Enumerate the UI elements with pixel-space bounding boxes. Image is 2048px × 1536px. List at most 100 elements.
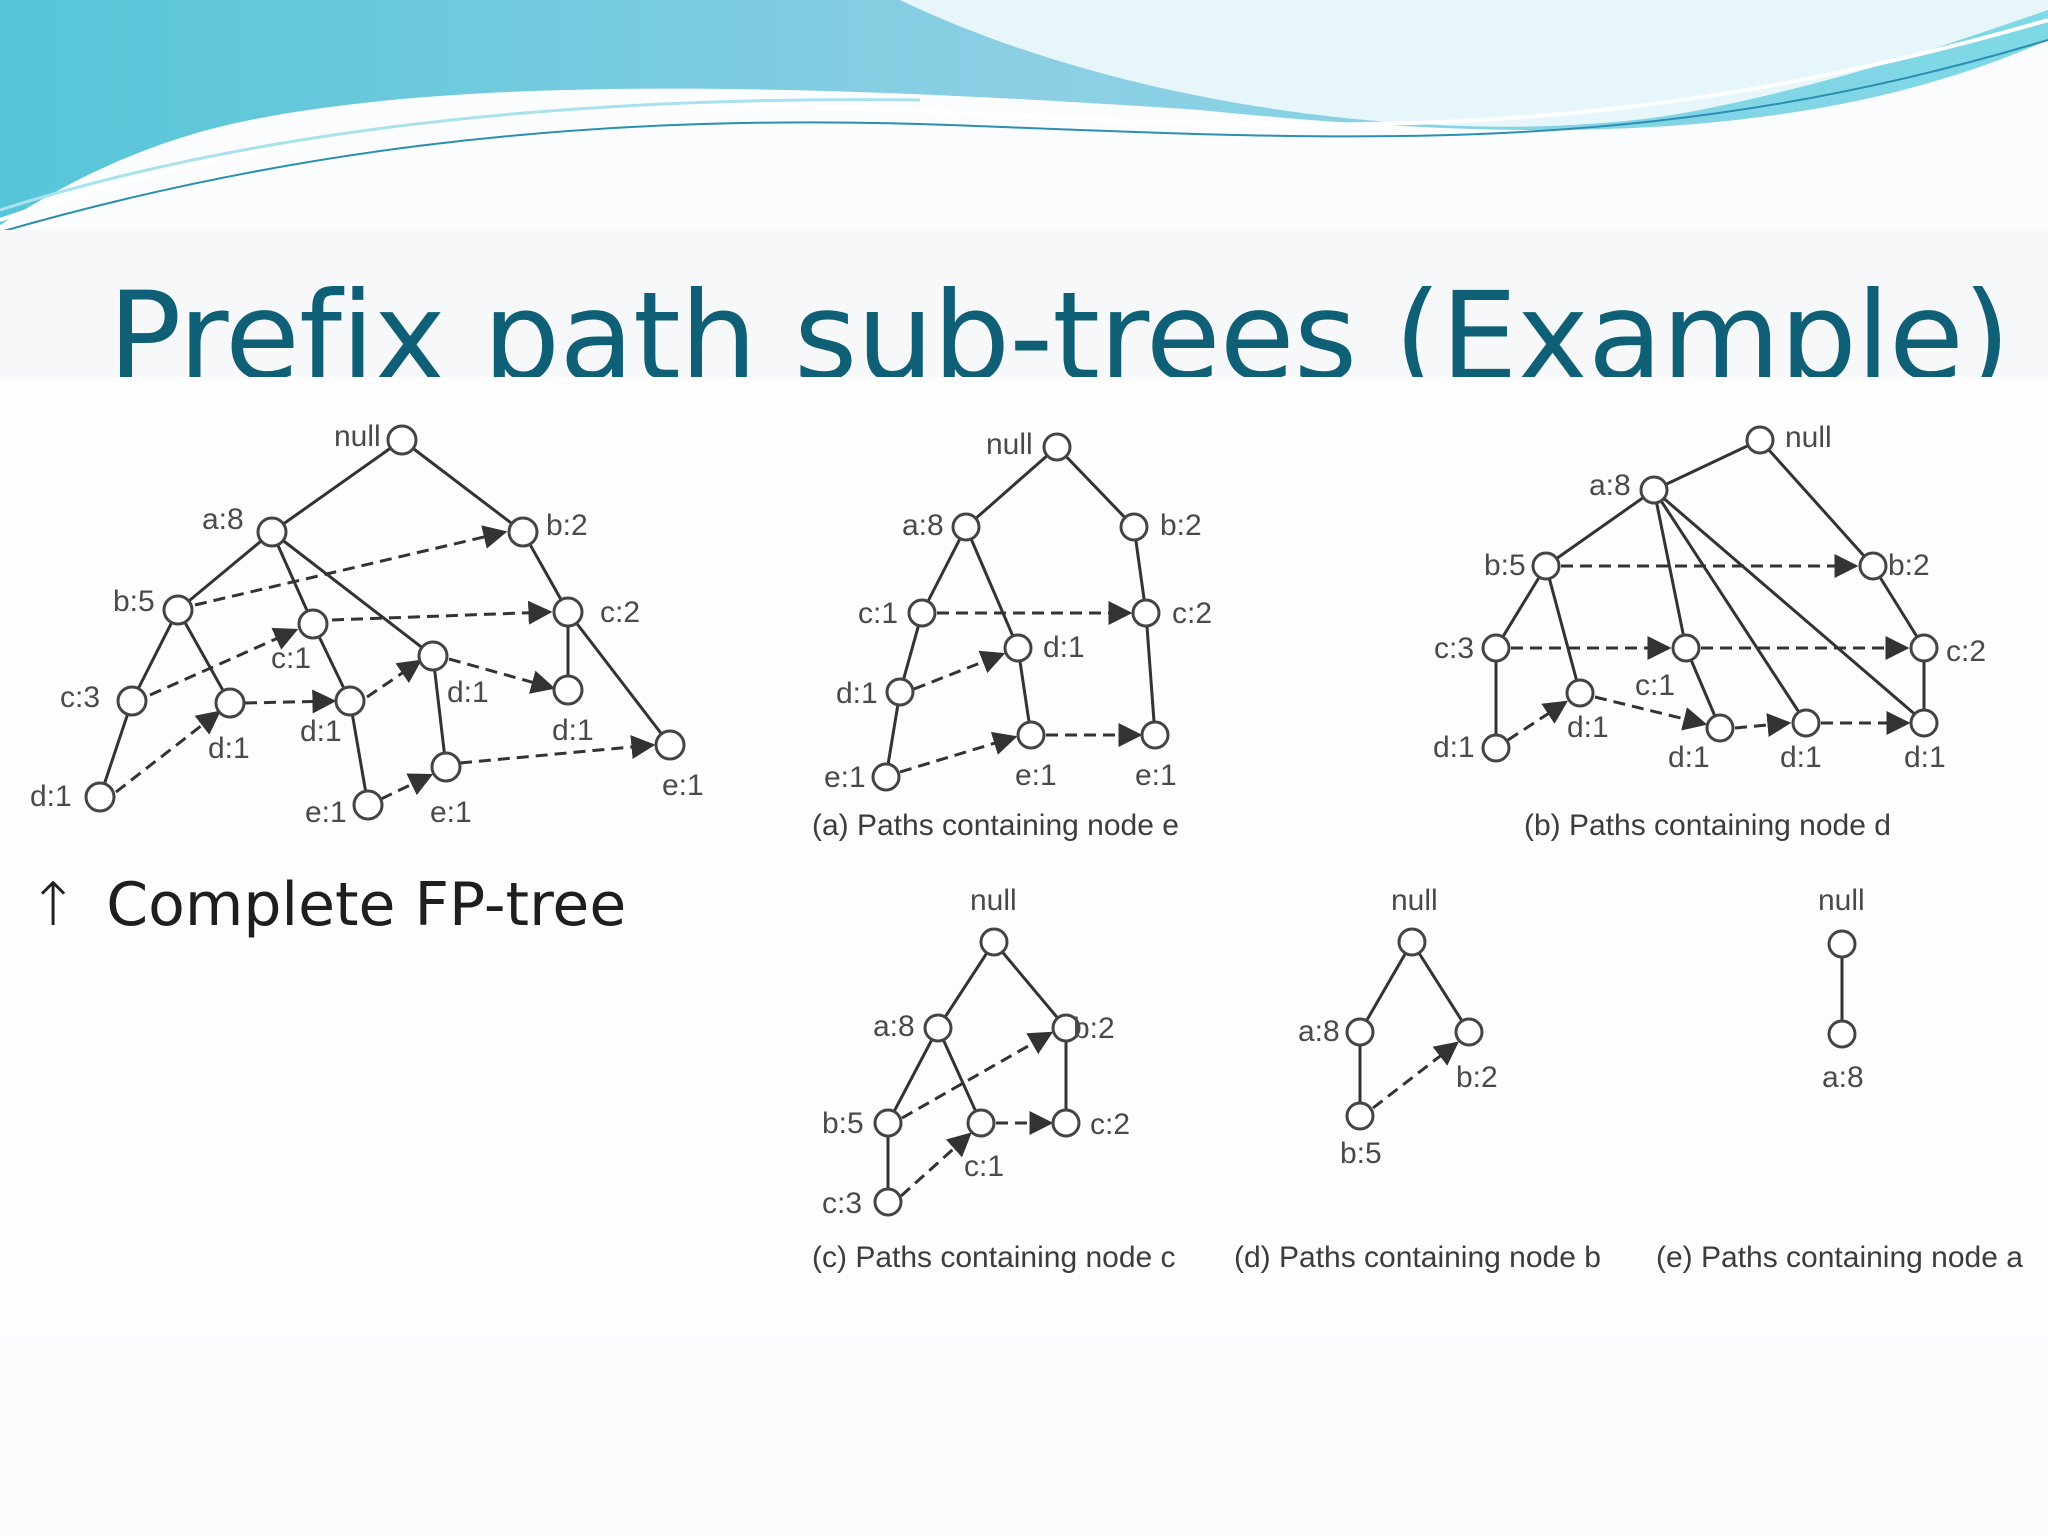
node-label: null bbox=[1391, 884, 1438, 917]
node-label: d:1 bbox=[836, 677, 878, 710]
node-label: d:1 bbox=[552, 714, 594, 747]
title-band bbox=[0, 230, 2048, 380]
node-label: null bbox=[970, 884, 1017, 917]
tree-node bbox=[1481, 633, 1511, 663]
node-label: d:1 bbox=[447, 676, 489, 709]
tree-node bbox=[923, 1013, 953, 1043]
panel-a-paths-node-e: null a:8 b:2 c:1 c:2 d:1 d:1 e:1 e:1 e:1… bbox=[812, 428, 1212, 842]
node-label: a:8 bbox=[902, 509, 944, 542]
panel-e-caption: (e) Paths containing node a bbox=[1656, 1241, 2023, 1274]
tree-node bbox=[871, 762, 901, 792]
tree-node bbox=[1745, 425, 1775, 455]
tree-node bbox=[1791, 708, 1821, 738]
node-label: c:1 bbox=[964, 1150, 1004, 1183]
panel-c-paths-node-c: null a:8 b:2 b:5 c:1 c:2 c:3 (c) Paths c… bbox=[812, 884, 1176, 1274]
tree-node bbox=[1003, 633, 1033, 663]
node-label: b:5 bbox=[822, 1107, 864, 1140]
node-label: c:2 bbox=[1172, 597, 1212, 630]
tree-node bbox=[352, 789, 384, 821]
tree-node bbox=[214, 687, 246, 719]
complete-fp-tree-nodes bbox=[84, 424, 686, 821]
node-label: b:5 bbox=[1340, 1137, 1382, 1170]
tree-node bbox=[1140, 720, 1170, 750]
panel-b-paths-node-d: null a:8 b:5 b:2 c:3 c:1 c:2 d:1 d:1 d:1… bbox=[1433, 421, 1986, 842]
node-label: b:2 bbox=[1888, 549, 1930, 582]
tree-node bbox=[334, 685, 366, 717]
tree-node bbox=[1131, 598, 1161, 628]
node-label: b:5 bbox=[113, 585, 155, 618]
node-label: d:1 bbox=[1567, 711, 1609, 744]
tree-node bbox=[1042, 432, 1072, 462]
node-label: d:1 bbox=[1904, 741, 1946, 774]
tree-node bbox=[1481, 733, 1511, 763]
node-label: c:1 bbox=[1635, 669, 1675, 702]
node-label: c:3 bbox=[60, 681, 100, 714]
node-label: e:1 bbox=[305, 796, 347, 829]
panel-a-caption: (a) Paths containing node e bbox=[812, 809, 1179, 842]
tree-node bbox=[507, 516, 539, 548]
tree-node bbox=[1639, 475, 1669, 505]
tree-node bbox=[116, 685, 148, 717]
tree-node bbox=[552, 596, 584, 628]
tree-node bbox=[1345, 1017, 1375, 1047]
node-label: a:8 bbox=[1589, 469, 1631, 502]
node-label: a:8 bbox=[1822, 1061, 1864, 1094]
tree-node bbox=[873, 1108, 903, 1138]
tree-node bbox=[1119, 512, 1149, 542]
tree-node bbox=[1454, 1017, 1484, 1047]
tree-node bbox=[1671, 633, 1701, 663]
node-label: b:2 bbox=[1456, 1061, 1498, 1094]
node-label: e:1 bbox=[430, 796, 472, 829]
node-label: c:2 bbox=[600, 596, 640, 629]
node-label: a:8 bbox=[873, 1010, 915, 1043]
tree-node bbox=[873, 1187, 903, 1217]
node-label: d:1 bbox=[1433, 731, 1475, 764]
fp-tree-figure: null a:8 b:2 b:5 c:2 c:1 c:3 d:1 d:1 d:1… bbox=[30, 420, 2023, 1274]
tree-node bbox=[297, 608, 329, 640]
node-label: null bbox=[334, 420, 381, 453]
up-arrow-icon: ↑ bbox=[28, 870, 79, 940]
tree-node bbox=[1531, 551, 1561, 581]
node-label: b:5 bbox=[1484, 549, 1526, 582]
node-label: null bbox=[1785, 421, 1832, 454]
node-label: e:1 bbox=[1015, 759, 1057, 792]
node-label: b:2 bbox=[1073, 1012, 1115, 1045]
panel-c-caption: (c) Paths containing node c bbox=[812, 1241, 1176, 1274]
tree-node bbox=[162, 594, 194, 626]
node-label: d:1 bbox=[208, 732, 250, 765]
slide-title: Prefix path sub-trees (Example) bbox=[108, 266, 2010, 380]
tree-node bbox=[1016, 720, 1046, 750]
node-label: e:1 bbox=[662, 769, 704, 802]
node-label: a:8 bbox=[202, 503, 244, 536]
tree-node bbox=[654, 729, 686, 761]
header-wave-banner bbox=[0, 0, 2048, 233]
node-label: a:8 bbox=[1298, 1015, 1340, 1048]
node-label: d:1 bbox=[300, 715, 342, 748]
tree-node bbox=[1345, 1101, 1375, 1131]
node-label: b:2 bbox=[546, 509, 588, 542]
complete-fp-tree-caption: ↑ Complete FP-tree bbox=[28, 870, 626, 940]
node-label: e:1 bbox=[1135, 759, 1177, 792]
node-label: null bbox=[986, 428, 1033, 461]
tree-node bbox=[1827, 1019, 1857, 1049]
node-label: d:1 bbox=[1668, 741, 1710, 774]
tree-node bbox=[1705, 713, 1735, 743]
node-label: d:1 bbox=[30, 780, 72, 813]
tree-node bbox=[907, 598, 937, 628]
node-label: null bbox=[1818, 884, 1865, 917]
caption-text: Complete FP-tree bbox=[106, 870, 627, 940]
node-label: c:2 bbox=[1090, 1108, 1130, 1141]
figure-panel: null a:8 b:2 b:5 c:2 c:1 c:3 d:1 d:1 d:1… bbox=[0, 377, 2048, 1337]
complete-fp-tree-links bbox=[115, 525, 656, 801]
tree-node bbox=[1827, 929, 1857, 959]
complete-fp-tree-labels: null a:8 b:2 b:5 c:2 c:1 c:3 d:1 d:1 d:1… bbox=[30, 420, 704, 829]
node-label: d:1 bbox=[1043, 631, 1085, 664]
tree-node bbox=[386, 424, 418, 456]
panel-b-caption: (b) Paths containing node d bbox=[1524, 809, 1891, 842]
tree-node bbox=[430, 751, 462, 783]
panel-d-caption: (d) Paths containing node b bbox=[1234, 1241, 1601, 1274]
panel-e-paths-node-a: null a:8 (e) Paths containing node a bbox=[1656, 884, 2023, 1274]
tree-node bbox=[1565, 678, 1595, 708]
tree-node bbox=[1909, 633, 1939, 663]
tree-node bbox=[1051, 1108, 1081, 1138]
